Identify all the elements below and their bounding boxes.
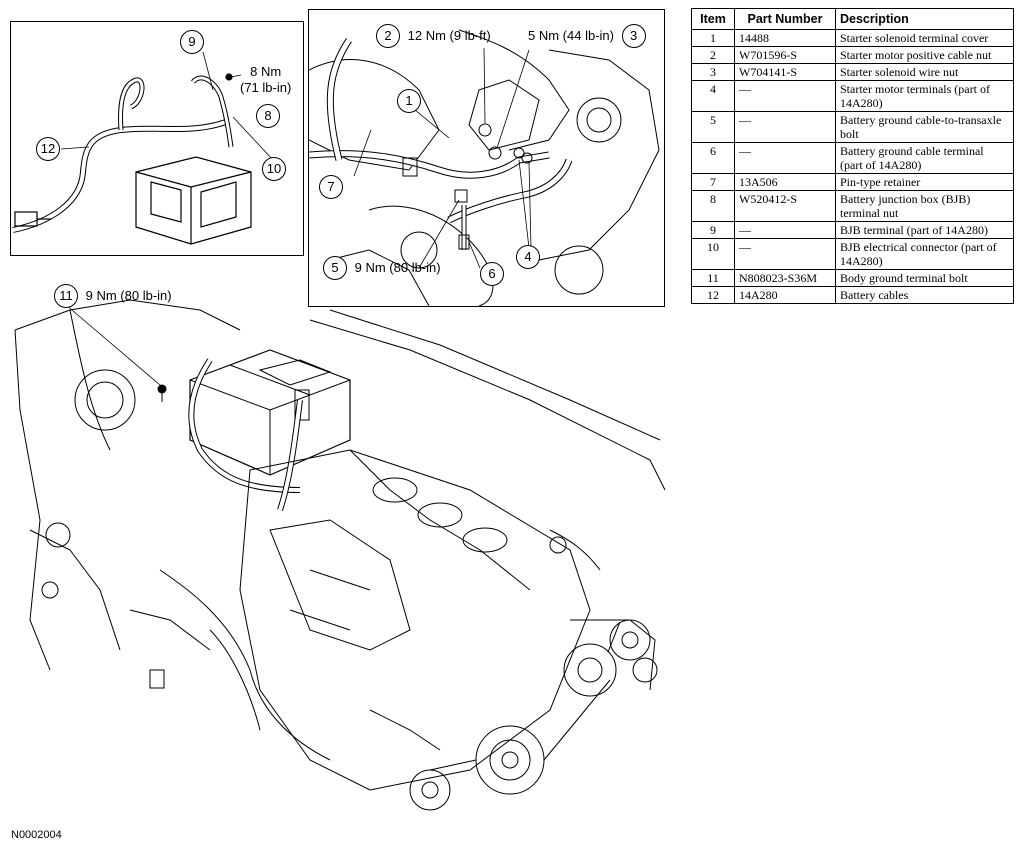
- callout-number: 12: [36, 137, 60, 161]
- starter-detail-drawing: [309, 29, 660, 306]
- parts-table: Item Part Number Description 1 14488 Sta…: [691, 8, 1014, 304]
- callout-number: 11: [54, 284, 78, 308]
- cell-description: Battery ground cable-to-transaxle bolt: [835, 111, 1014, 143]
- callout-10: 10: [262, 157, 286, 181]
- cell-part-number: W704141-S: [734, 63, 836, 81]
- table-row: 8 W520412-S Battery junction box (BJB) t…: [691, 190, 1014, 222]
- cell-part-number: —: [734, 80, 836, 112]
- cell-part-number: 13A506: [734, 173, 836, 191]
- callout-1: 1: [397, 89, 421, 113]
- cell-item: 9: [691, 221, 735, 239]
- callout-number: 5: [323, 256, 347, 280]
- cell-item: 8: [691, 190, 735, 222]
- cell-description: Starter motor terminals (part of 14A280): [835, 80, 1014, 112]
- callout-number: 8: [256, 104, 280, 128]
- header-part-number: Part Number: [734, 8, 836, 30]
- cell-description: Battery ground cable terminal (part of 1…: [835, 142, 1014, 174]
- cell-item: 10: [691, 238, 735, 270]
- callout-6: 6: [480, 262, 504, 286]
- cell-part-number: W520412-S: [734, 190, 836, 222]
- torque-5: 9 Nm (80 lb-in): [354, 260, 441, 275]
- cell-description: Starter solenoid wire nut: [835, 63, 1014, 81]
- table-row: 12 14A280 Battery cables: [691, 286, 1014, 304]
- torque-11: 9 Nm (80 lb-in): [85, 288, 172, 303]
- cell-item: 11: [691, 269, 735, 287]
- cell-part-number: 14A280: [734, 286, 836, 304]
- callout-number: 7: [319, 175, 343, 199]
- torque-8: 8 Nm (71 lb-in): [240, 64, 291, 96]
- torque-8-imperial: (71 lb-in): [240, 80, 292, 95]
- callout-number: 3: [621, 24, 646, 48]
- callout-4: 4: [516, 245, 540, 269]
- cell-item: 4: [691, 80, 735, 112]
- cell-part-number: —: [734, 142, 836, 174]
- cell-item: 3: [691, 63, 735, 81]
- cell-item: 6: [691, 142, 735, 174]
- starter-detail-panel: [308, 9, 665, 307]
- cell-part-number: —: [734, 238, 836, 270]
- torque-3: 5 Nm (44 lb-in): [528, 28, 614, 43]
- callout-number: 1: [397, 89, 421, 113]
- torque-2: 12 Nm (9 lb-ft): [407, 28, 491, 43]
- cell-item: 7: [691, 173, 735, 191]
- cell-part-number: N808023-S36M: [734, 269, 836, 287]
- cell-description: BJB terminal (part of 14A280): [835, 221, 1014, 239]
- callout-8: 8: [256, 104, 280, 128]
- cell-description: Battery junction box (BJB) terminal nut: [835, 190, 1014, 222]
- callout-12: 12: [36, 137, 60, 161]
- header-item: Item: [691, 8, 735, 30]
- cell-part-number: 14488: [734, 29, 836, 47]
- table-header-row: Item Part Number Description: [691, 8, 1014, 30]
- engine-drawing-svg: [14, 299, 666, 811]
- callout-number: 4: [516, 245, 540, 269]
- table-row: 2 W701596-S Starter motor positive cable…: [691, 46, 1014, 64]
- cell-description: BJB electrical connector (part of 14A280…: [835, 238, 1014, 270]
- cell-part-number: —: [734, 221, 836, 239]
- cell-description: Starter motor positive cable nut: [835, 46, 1014, 64]
- table-row: 11 N808023-S36M Body ground terminal bol…: [691, 269, 1014, 287]
- callout-3-torque: 5 Nm (44 lb-in) 3: [528, 24, 646, 48]
- cell-part-number: W701596-S: [734, 46, 836, 64]
- cell-item: 12: [691, 286, 735, 304]
- table-row: 6 — Battery ground cable terminal (part …: [691, 142, 1014, 174]
- cell-description: Body ground terminal bolt: [835, 269, 1014, 287]
- cell-description: Battery cables: [835, 286, 1014, 304]
- table-row: 3 W704141-S Starter solenoid wire nut: [691, 63, 1014, 81]
- callout-number: 6: [480, 262, 504, 286]
- bjb-detail-panel: [10, 21, 304, 256]
- table-row: 4 — Starter motor terminals (part of 14A…: [691, 80, 1014, 112]
- table-row: 7 13A506 Pin-type retainer: [691, 173, 1014, 191]
- callout-7: 7: [319, 175, 343, 199]
- cell-item: 2: [691, 46, 735, 64]
- table-row: 10 — BJB electrical connector (part of 1…: [691, 238, 1014, 270]
- cell-description: Pin-type retainer: [835, 173, 1014, 191]
- table-row: 1 14488 Starter solenoid terminal cover: [691, 29, 1014, 47]
- engine-compartment-drawing: [10, 290, 670, 820]
- cell-description: Starter solenoid terminal cover: [835, 29, 1014, 47]
- callout-5-torque: 5 9 Nm (80 lb-in): [323, 256, 441, 280]
- figure-id: N0002004: [11, 829, 62, 841]
- torque-8-value: 8 Nm: [250, 64, 282, 79]
- callout-11-torque: 11 9 Nm (80 lb-in): [54, 284, 172, 308]
- table-row: 5 — Battery ground cable-to-transaxle bo…: [691, 111, 1014, 143]
- callout-number: 9: [180, 30, 204, 54]
- cell-item: 1: [691, 29, 735, 47]
- callout-number: 2: [376, 24, 400, 48]
- callout-number: 10: [262, 157, 286, 181]
- header-description: Description: [835, 8, 1014, 30]
- cell-item: 5: [691, 111, 735, 143]
- callout-2-torque: 2 12 Nm (9 lb-ft): [376, 24, 491, 48]
- cell-part-number: —: [734, 111, 836, 143]
- bjb-detail-drawing: [12, 51, 274, 245]
- table-row: 9 — BJB terminal (part of 14A280): [691, 221, 1014, 239]
- callout-9: 9: [180, 30, 204, 54]
